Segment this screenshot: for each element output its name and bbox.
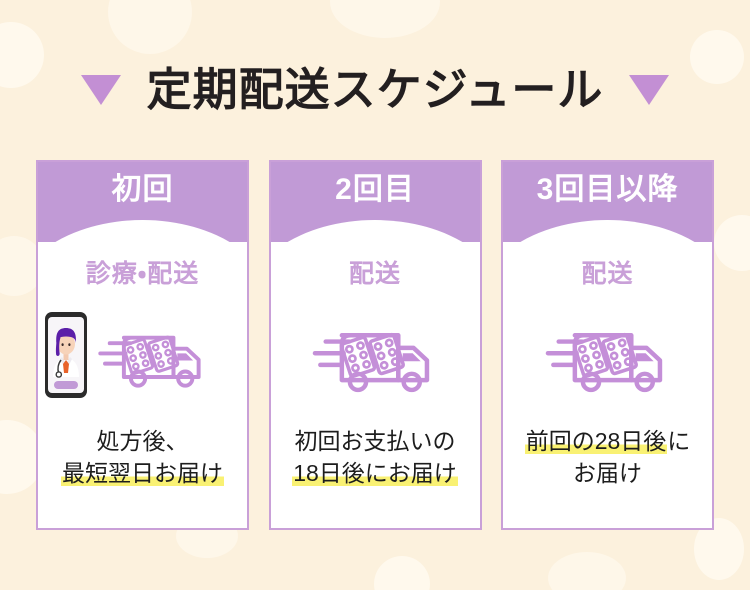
page-title: 定期配送スケジュール: [146, 63, 604, 115]
schedule-card-list: 初回 診療・配送: [36, 160, 714, 530]
card-step-label: 3回目以降: [536, 173, 679, 206]
highlighted-text: 前回の28日後: [524, 427, 668, 454]
card-note: 前回の28日後に お届け: [503, 425, 712, 490]
background-dot: [330, 0, 440, 38]
card-note-line-highlighted: 前回の28日後に: [503, 425, 712, 458]
triangle-down-icon-right: [629, 75, 670, 105]
background-dot: [714, 215, 750, 271]
schedule-card-first: 初回 診療・配送: [36, 160, 249, 530]
header-dome-shape: [503, 220, 712, 242]
schedule-card-third-onward: 3回目以降 配送: [501, 160, 714, 530]
delivery-truck-icon: [295, 312, 455, 398]
highlighted-text: 最短翌日お届け: [61, 460, 224, 487]
card-illustration: [503, 302, 712, 407]
card-step-label: 初回: [111, 173, 174, 206]
background-dot: [108, 0, 192, 54]
page-title-row: 定期配送スケジュール: [0, 50, 750, 128]
triangle-down-icon-left: [80, 75, 121, 105]
card-header: 2回目: [270, 162, 480, 242]
smartphone-doctor-icon: [44, 311, 88, 399]
background-dot: [548, 552, 626, 590]
header-dome-shape: [38, 220, 247, 242]
card-note-line: お届け: [573, 460, 642, 487]
card-service-label: 診療・配送: [85, 260, 200, 288]
background-dot: [374, 556, 430, 590]
card-service-label: 配送: [348, 260, 401, 288]
header-dome-shape: [270, 220, 480, 242]
card-note-line-highlighted: 18日後にお届け: [271, 457, 480, 490]
delivery-truck-icon: [528, 312, 688, 398]
schedule-card-second: 2回目 配送: [268, 160, 482, 530]
card-note-tail: に: [667, 427, 691, 454]
card-header: 初回: [38, 162, 247, 242]
card-illustration: [38, 302, 247, 407]
card-note-line: 初回お支払いの: [294, 427, 456, 454]
card-step-label: 2回目: [335, 173, 415, 206]
delivery-truck-icon: [94, 317, 212, 393]
card-note: 処方後、 最短翌日お届け: [38, 425, 247, 490]
card-illustration: [271, 302, 480, 407]
highlighted-text: 18日後にお届け: [292, 460, 458, 487]
card-note: 初回お支払いの 18日後にお届け: [271, 425, 480, 490]
card-service-label: 配送: [581, 260, 634, 288]
card-note-line: 処方後、: [96, 427, 189, 454]
card-note-line-highlighted: 最短翌日お届け: [38, 457, 247, 490]
card-header: 3回目以降: [503, 162, 712, 242]
